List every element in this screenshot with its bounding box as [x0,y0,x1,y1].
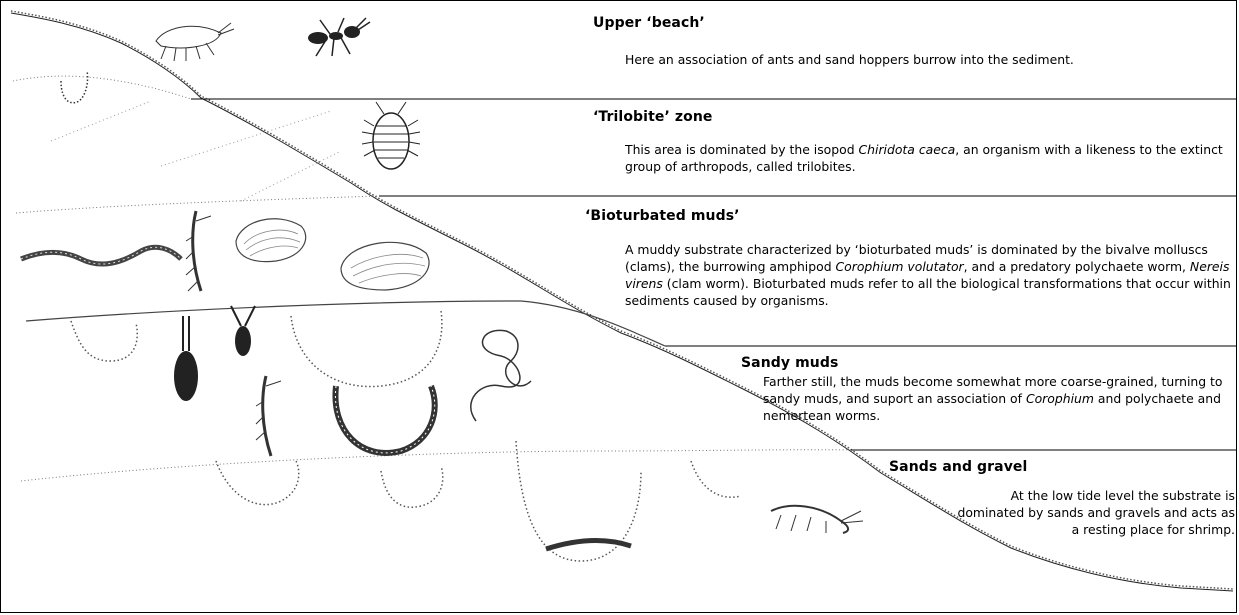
ant-icon [308,18,370,56]
burrow-upper-beach [61,71,88,103]
zone-text-bioturbated-3: (clam worm). Bioturbated muds refer to a… [625,276,1231,308]
worm-in-burrow-icon [546,540,631,549]
zone-text-upper-beach: Here an association of ants and sand hop… [625,51,1225,68]
isopod-icon [362,102,420,169]
zone-text-trilobite: This area is dominated by the isopod Chi… [625,141,1225,175]
shrimp-icon [771,506,863,533]
sediment-layer-3 [26,301,665,346]
burrow-2 [291,311,442,387]
sediment-layer-2 [16,196,379,213]
buried-clam-icon [174,316,198,401]
zone-text-bioturbated-2: , and a predatory polychaete worm, [964,259,1190,274]
species-chiridota: Chiridota caeca [859,142,956,157]
zone-title-bioturbated: ‘Bioturbated muds’ [585,208,740,224]
sediment-layer-4 [21,450,851,481]
clam-icon [236,219,306,262]
zone-text-sands-gravel: At the low tide level the substrate is d… [949,487,1235,538]
zone-text-trilobite-1: This area is dominated by the isopod [625,142,859,157]
amphipod-icon [186,211,211,291]
burrow-5 [381,466,443,507]
zone-title-sandy-muds: Sandy muds [741,355,838,371]
burrow-6 [691,461,741,497]
amphipod-icon-lower [256,376,281,456]
zone-title-upper-beach: Upper ‘beach’ [593,15,705,31]
burrow-1 [71,321,137,361]
zone-text-bioturbated: A muddy substrate characterized by ‘biot… [625,241,1235,309]
clam-worm-icon [21,247,181,264]
zone-text-sandy-muds: Farther still, the muds become somewhat … [763,373,1235,424]
sand-hopper-icon [156,23,234,61]
zone-title-sands-gravel: Sands and gravel [889,459,1027,475]
polychaete-worm-icon [335,386,434,453]
buried-clam-icon-2 [231,306,255,356]
sediment-layer-1 [13,76,191,99]
clam-icon-large [341,242,429,290]
zone-title-trilobite: ‘Trilobite’ zone [593,109,712,125]
burrow-3 [216,461,299,505]
nemertean-worm-icon [471,330,531,421]
species-corophium: Corophium [1026,391,1094,406]
species-corophium-volutator: Corophium volutator [836,259,964,274]
